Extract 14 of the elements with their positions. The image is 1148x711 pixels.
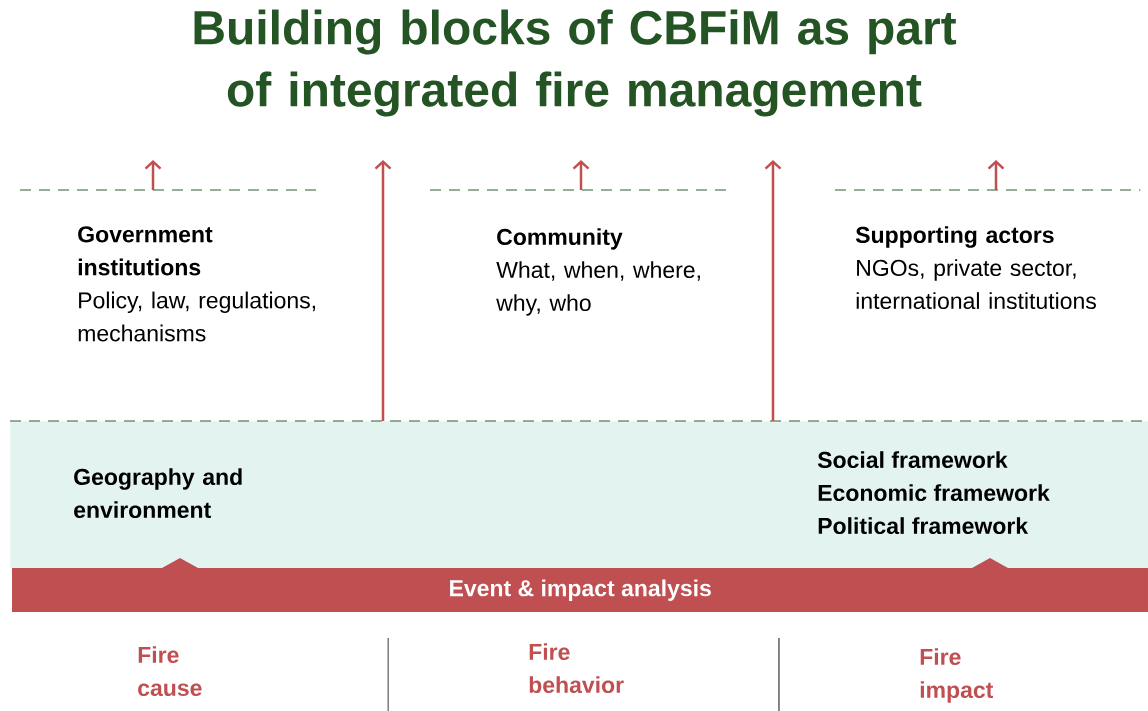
context-band: Geography and environment Social framework Economic framework Political framework [9,420,1148,569]
text-block: Supporting actors NGOs, private sector, international institutions [834,189,1141,310]
section-label: Fire impact [920,648,994,703]
arrow [764,160,782,421]
arrow [987,160,1005,190]
section-label: Fire cause [138,646,202,697]
title: Building blocks of CBFiM as part of integrated fire management [194,9,957,117]
arrow [572,160,590,190]
analysis-bar: Event & impact analysis [12,558,1148,612]
text-block: Government institutions Policy, law, regulations, mechanisms [19,189,321,342]
arrow [144,160,162,190]
section-label: Fire behavior [529,643,624,694]
arrow [374,160,392,421]
text-block: Community What, when, where, why, who [429,189,731,316]
